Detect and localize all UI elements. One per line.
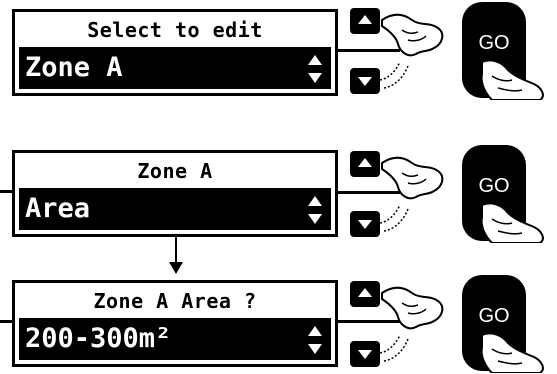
pressing-hand-icon: [379, 13, 544, 100]
control-unit: GO: [342, 273, 557, 373]
flow-arrow-line: [175, 237, 177, 263]
lcd-value: Zone A: [25, 52, 123, 83]
go-label: GO: [478, 32, 510, 54]
lcd-value: 200-300m²: [25, 323, 172, 354]
down-button[interactable]: [350, 211, 380, 237]
flow-arrow-head-icon: [169, 262, 183, 274]
control-unit: GO: [342, 0, 557, 100]
lcd-screen-select: Select to edit Zone A: [12, 9, 338, 96]
lcd-screen-zone: Zone A Area: [12, 150, 338, 237]
lcd-value-row: Area: [19, 188, 331, 230]
connector-wire: [338, 49, 400, 52]
pressing-hand-icon: [379, 156, 544, 243]
lcd-title: Zone A: [137, 159, 213, 183]
lcd-title: Zone A Area ?: [93, 289, 257, 313]
lcd-value-row: 200-300m²: [19, 318, 331, 360]
connector-wire: [338, 191, 400, 194]
lcd-value: Area: [25, 193, 91, 224]
up-down-arrows-icon: [308, 326, 322, 354]
up-button[interactable]: [350, 281, 380, 307]
down-button[interactable]: [350, 68, 380, 94]
connector-wire: [338, 320, 400, 323]
control-unit: GO: [342, 143, 557, 243]
down-button[interactable]: [350, 341, 380, 367]
lcd-title: Select to edit: [87, 18, 263, 42]
up-down-arrows-icon: [308, 196, 322, 224]
up-button[interactable]: [350, 8, 380, 34]
pressing-hand-icon: [379, 286, 544, 373]
connector-wire: [0, 320, 12, 323]
up-button[interactable]: [350, 151, 380, 177]
lcd-screen-area: Zone A Area ? 200-300m²: [12, 280, 338, 367]
go-label: GO: [478, 305, 510, 327]
lcd-value-row: Zone A: [19, 47, 331, 89]
connector-wire: [0, 190, 12, 193]
up-down-arrows-icon: [308, 55, 322, 83]
go-label: GO: [478, 175, 510, 197]
